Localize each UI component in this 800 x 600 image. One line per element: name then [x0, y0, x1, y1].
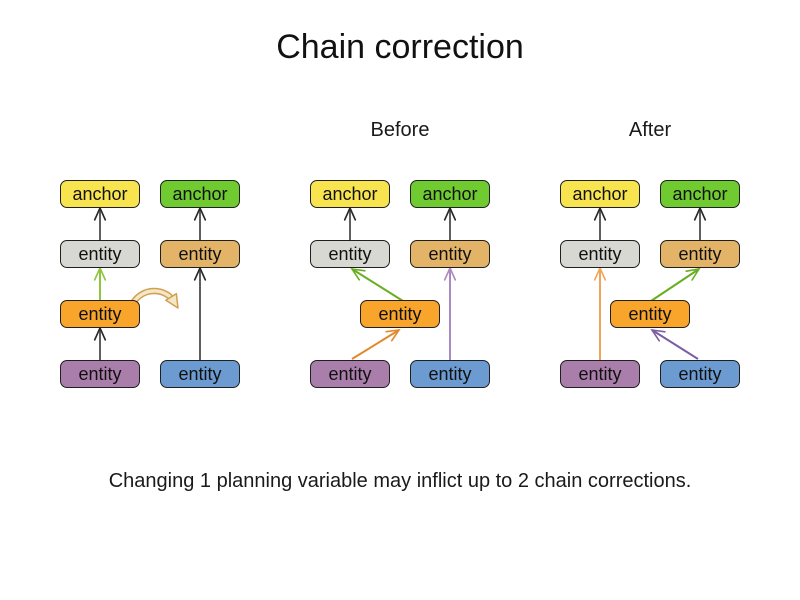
column-label-before: Before [370, 119, 430, 141]
box-entity: entity [60, 240, 140, 268]
box-entity: entity [660, 240, 740, 268]
arrow-shaft [651, 329, 699, 360]
move-arrow-head [165, 292, 179, 309]
arrow-head [693, 206, 707, 221]
arrow-head [93, 206, 107, 221]
arrow-head [350, 267, 366, 281]
box-entity: entity [160, 360, 240, 388]
arrow-head [593, 266, 607, 281]
arrow-head [343, 206, 357, 221]
box-entity: entity [410, 240, 490, 268]
arrow-shaft [351, 329, 400, 360]
arrow-head [650, 328, 666, 342]
box-entity: entity [310, 360, 390, 388]
box-entity: entity [360, 300, 440, 328]
box-entity: entity [160, 240, 240, 268]
arrow-head [593, 206, 607, 221]
box-anchor: anchor [660, 180, 740, 208]
box-entity: entity [660, 360, 740, 388]
box-anchor: anchor [310, 180, 390, 208]
arrow-head [685, 267, 701, 281]
arrow-head [193, 266, 207, 281]
box-anchor: anchor [160, 180, 240, 208]
arrow-head [193, 206, 207, 221]
caption: Changing 1 planning variable may inflict… [108, 470, 692, 492]
box-anchor: anchor [60, 180, 140, 208]
arrow-head [93, 266, 107, 281]
box-entity: entity [560, 240, 640, 268]
box-anchor: anchor [560, 180, 640, 208]
arrow-head [443, 206, 457, 221]
page-title: Chain correction [276, 28, 524, 66]
box-entity: entity [560, 360, 640, 388]
column-label-after: After [628, 119, 672, 141]
box-entity: entity [60, 360, 140, 388]
arrow-head [385, 328, 401, 342]
arrow-head [443, 266, 457, 281]
box-entity: entity [610, 300, 690, 328]
box-anchor: anchor [410, 180, 490, 208]
box-entity: entity [60, 300, 140, 328]
arrow-shaft [650, 268, 700, 302]
box-entity: entity [410, 360, 490, 388]
box-entity: entity [310, 240, 390, 268]
arrow-shaft [351, 268, 404, 302]
arrow-head [93, 326, 107, 341]
